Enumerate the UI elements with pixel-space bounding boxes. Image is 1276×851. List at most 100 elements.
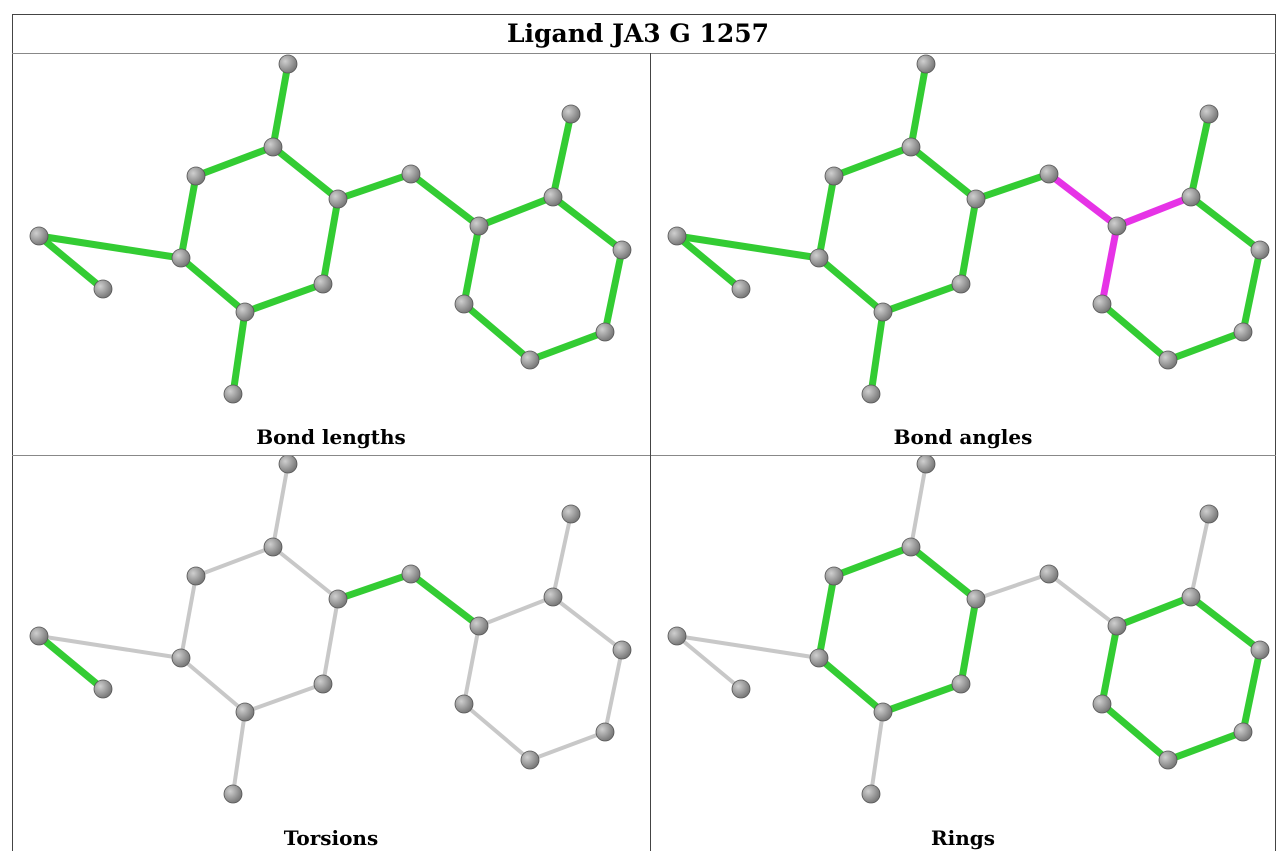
atom-10 [1039,564,1059,584]
bond-12-13 [1189,512,1211,599]
atom-12 [1181,587,1201,607]
bond-4-5 [35,232,107,293]
bond-9-10 [972,170,1053,203]
bond-4-5 [673,232,745,293]
bond-14-15 [1239,246,1264,336]
atom-11 [469,616,489,636]
bond-3-4 [37,634,183,660]
bond-4-5 [675,634,743,691]
atom-10 [401,164,421,184]
atom-5 [93,679,113,699]
atom-2 [186,166,206,186]
bond-0-1 [269,60,292,151]
bond-15-16 [1164,728,1247,764]
bond-10-11 [407,170,483,230]
atom-4 [667,226,687,246]
figure-title: Ligand JA3 G 1257 [506,19,770,48]
atom-14 [1250,240,1270,260]
atom-0 [278,456,298,474]
title-divider [12,53,1276,54]
atom-12 [543,587,563,607]
panel-torsions [29,456,632,804]
atom-16 [1158,350,1178,370]
atom-1 [901,137,921,157]
atom-5 [93,279,113,299]
atom-14 [612,240,632,260]
bond-11-12 [1113,593,1195,630]
atom-0 [278,54,298,74]
bond-9-1 [907,543,980,603]
bond-3-6 [177,254,249,316]
atom-9 [328,589,348,609]
atom-8 [313,274,333,294]
atom-6 [873,702,893,722]
atom-1 [263,137,283,157]
atom-7 [223,784,243,804]
bond-12-14 [551,595,624,652]
atom-7 [861,784,881,804]
bond-15-16 [1164,328,1247,364]
bond-12-13 [549,110,575,201]
atom-15 [595,322,615,342]
bond-0-1 [271,462,290,549]
bond-6-8 [879,680,965,716]
atom-7 [861,384,881,404]
atom-15 [1233,722,1253,742]
atom-15 [595,722,615,742]
atom-13 [1199,504,1219,524]
bond-0-1 [909,462,928,549]
bond-4-5 [35,632,107,693]
bond-6-8 [243,682,325,714]
panel-label-torsions: Torsions [283,826,379,850]
bond-9-1 [271,545,340,601]
atom-0 [916,456,936,474]
atom-2 [824,566,844,586]
atom-11 [469,216,489,236]
bond-17-11 [1098,622,1121,708]
atom-17 [1092,694,1112,714]
atom-17 [454,294,474,314]
atom-8 [951,674,971,694]
bond-1-2 [830,543,915,580]
bond-9-10 [974,572,1051,601]
atom-16 [1158,750,1178,770]
bond-6-8 [241,280,327,316]
bond-1-2 [830,143,915,180]
bond-16-17 [462,702,532,762]
panel-bond-lengths [29,54,632,404]
atom-10 [1039,164,1059,184]
atom-16 [520,350,540,370]
bond-12-13 [551,512,573,599]
bond-12-14 [549,193,626,254]
atom-6 [235,702,255,722]
atom-17 [454,694,474,714]
bond-3-4 [675,634,821,660]
atom-4 [667,626,687,646]
bond-15-16 [526,328,609,364]
atom-8 [951,274,971,294]
bond-6-7 [231,710,247,796]
bond-3-6 [179,656,247,714]
bond-12-14 [1187,593,1264,654]
panel-rings [667,456,1270,804]
bond-6-7 [867,308,887,398]
left-border [12,14,13,851]
atom-5 [731,679,751,699]
panel-label-bond-angles: Bond angles [893,425,1033,449]
atom-13 [561,104,581,124]
bond-6-8 [879,280,965,316]
bond-12-14 [1187,193,1264,254]
atom-8 [313,674,333,694]
bond-2-3 [179,574,198,660]
atom-9 [328,189,348,209]
atom-17 [1092,294,1112,314]
bond-17-11 [462,624,481,706]
bond-15-16 [528,730,607,762]
panel-bond-angles [667,54,1270,404]
bond-9-1 [269,143,342,203]
row-divider [12,455,1276,456]
bond-16-17 [1098,700,1172,764]
bond-10-11 [1045,170,1121,230]
atom-9 [966,189,986,209]
bond-9-10 [334,570,415,603]
